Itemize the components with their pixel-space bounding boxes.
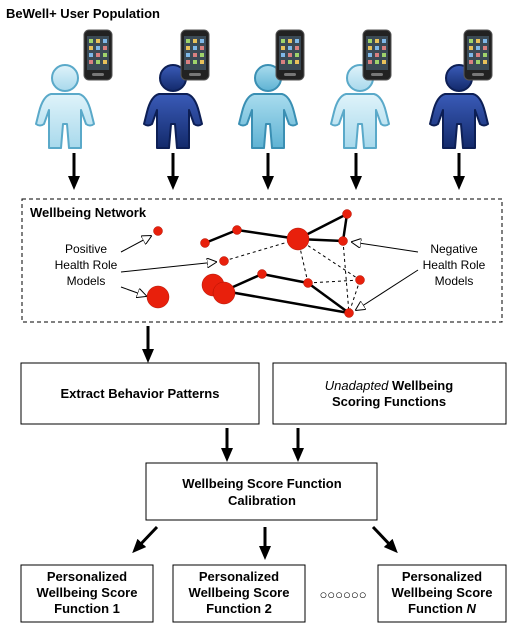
personalized-n-line-2: Wellbeing Score (392, 585, 493, 600)
personalized-n-line-1: Personalized (402, 569, 482, 584)
unadapted-italic: Unadapted (325, 378, 389, 393)
personalized-n-prefix: Function (408, 601, 467, 616)
calibration-box (145, 462, 378, 521)
network-node (342, 209, 352, 219)
calibration-line-2: Calibration (228, 493, 296, 508)
personalized-2-line-3: Function 2 (206, 601, 272, 616)
pointer-arrow (356, 269, 419, 310)
positive-label-line-1: Positive (65, 242, 107, 256)
network-edge-dashed (223, 238, 299, 262)
negative-label-line-2: Health Role (423, 258, 486, 272)
network-node-large (212, 281, 236, 305)
network-node (344, 308, 354, 318)
smartphone-icon (463, 29, 493, 81)
person-icon (330, 64, 390, 149)
pointer-arrow (120, 286, 146, 296)
positive-label-line-2: Health Role (55, 258, 118, 272)
network-node (338, 236, 348, 246)
personalized-n-italic: N (467, 601, 477, 616)
label-pointer-arrows (120, 236, 419, 310)
personalized-1-line-3: Function 1 (54, 601, 120, 616)
network-nodes (146, 209, 365, 318)
pointer-arrow (352, 242, 419, 253)
smartphone-icon (180, 29, 210, 81)
personalized-box-2 (172, 564, 306, 623)
unadapted-line-1: Unadapted Wellbeing (325, 378, 453, 393)
network-edge (261, 272, 309, 285)
people-to-network-arrows (68, 153, 465, 190)
network-node (153, 226, 163, 236)
calibration-line-1: Wellbeing Score Function (182, 476, 341, 491)
pointer-arrow (120, 236, 151, 253)
personalized-n-line-3: Function N (408, 601, 477, 616)
network-edge-dashed (307, 279, 361, 284)
network-node-large (146, 285, 170, 309)
smartphone-icon (83, 29, 113, 81)
network-edge-dashed (297, 238, 361, 281)
negative-label-line-1: Negative (430, 242, 478, 256)
personalized-1-line-2: Wellbeing Score (37, 585, 138, 600)
arrow-diagonal (371, 525, 398, 554)
personalized-1-line-1: Personalized (47, 569, 127, 584)
unadapted-rest: Wellbeing (388, 378, 453, 393)
negative-label-line-3: Models (435, 274, 474, 288)
network-title: Wellbeing Network (30, 205, 147, 220)
unadapted-line-2: Scoring Functions (332, 394, 446, 409)
positive-label-line-3: Models (67, 274, 106, 288)
extract-behavior-label: Extract Behavior Patterns (61, 386, 220, 401)
smartphone-icon (275, 29, 305, 81)
wellbeing-network-box (21, 198, 503, 323)
personalized-2-line-2: Wellbeing Score (189, 585, 290, 600)
network-edge (223, 289, 350, 315)
person-icon (35, 64, 95, 149)
network-node (219, 256, 229, 266)
personalized-2-line-1: Personalized (199, 569, 279, 584)
network-node (232, 225, 242, 235)
network-node (200, 238, 210, 248)
network-edge-dashed (342, 240, 350, 314)
unadapted-scoring-box (272, 362, 507, 425)
user-population (35, 29, 493, 149)
network-node (355, 275, 365, 285)
extract-behavior-box (20, 362, 260, 425)
network-node (303, 278, 313, 288)
pointer-arrow (120, 262, 216, 273)
network-node-large (286, 227, 310, 251)
smartphone-icon (362, 29, 392, 81)
personalized-box-1 (20, 564, 154, 623)
network-edge (204, 228, 238, 245)
population-title: BeWell+ User Population (6, 6, 160, 21)
personalized-box-n (377, 564, 507, 623)
network-node (257, 269, 267, 279)
arrow-diagonal (132, 525, 159, 554)
network-edge (307, 281, 350, 315)
ellipsis-dots: ○○○○○○ (319, 587, 366, 602)
